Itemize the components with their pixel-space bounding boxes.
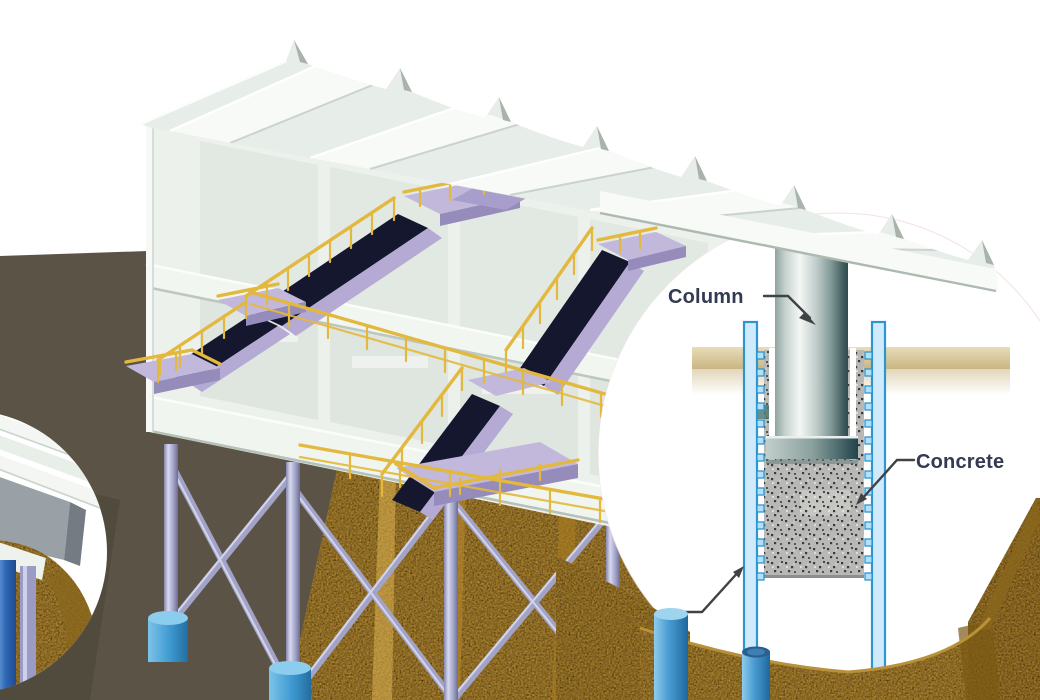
left-magnifier-circle — [0, 410, 107, 694]
roof-eave-fascia — [600, 191, 998, 291]
stair-system — [124, 174, 702, 533]
foreground-piers — [556, 498, 1040, 700]
blue-pile-left — [654, 608, 688, 700]
stair-railings — [124, 174, 702, 533]
building-body — [124, 120, 997, 550]
pile-footings — [148, 611, 311, 700]
blue-pile-center — [742, 646, 770, 700]
roof — [139, 40, 998, 293]
stilt-framework — [148, 444, 690, 700]
